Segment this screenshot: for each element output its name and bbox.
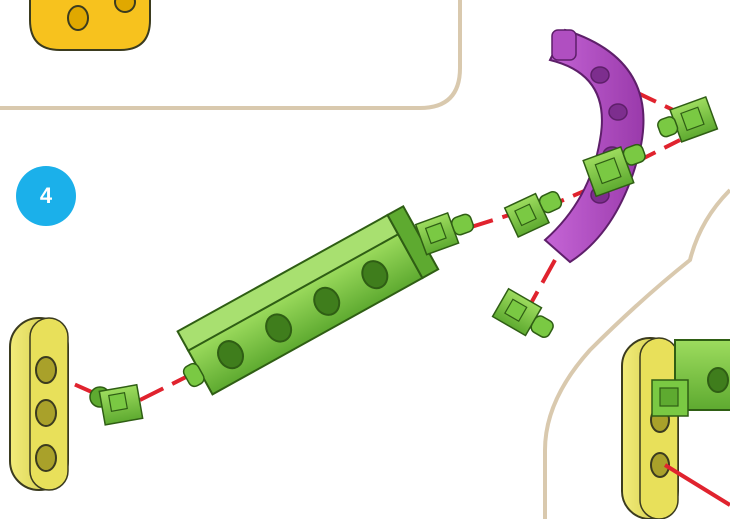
previous-step-part — [30, 0, 150, 50]
yellow-beam-left — [10, 318, 68, 490]
step-number-badge: 4 — [16, 166, 76, 226]
yellow-beam-bottom-right — [622, 338, 678, 519]
green-connector-arc-face — [583, 140, 652, 196]
green-peg-left — [90, 385, 143, 425]
green-peg-upper-right — [654, 97, 717, 148]
green-connector-middle — [416, 206, 478, 255]
purple-curved-beam — [545, 30, 643, 262]
green-4-hole-beam — [164, 199, 452, 402]
green-peg-lower — [493, 289, 559, 346]
